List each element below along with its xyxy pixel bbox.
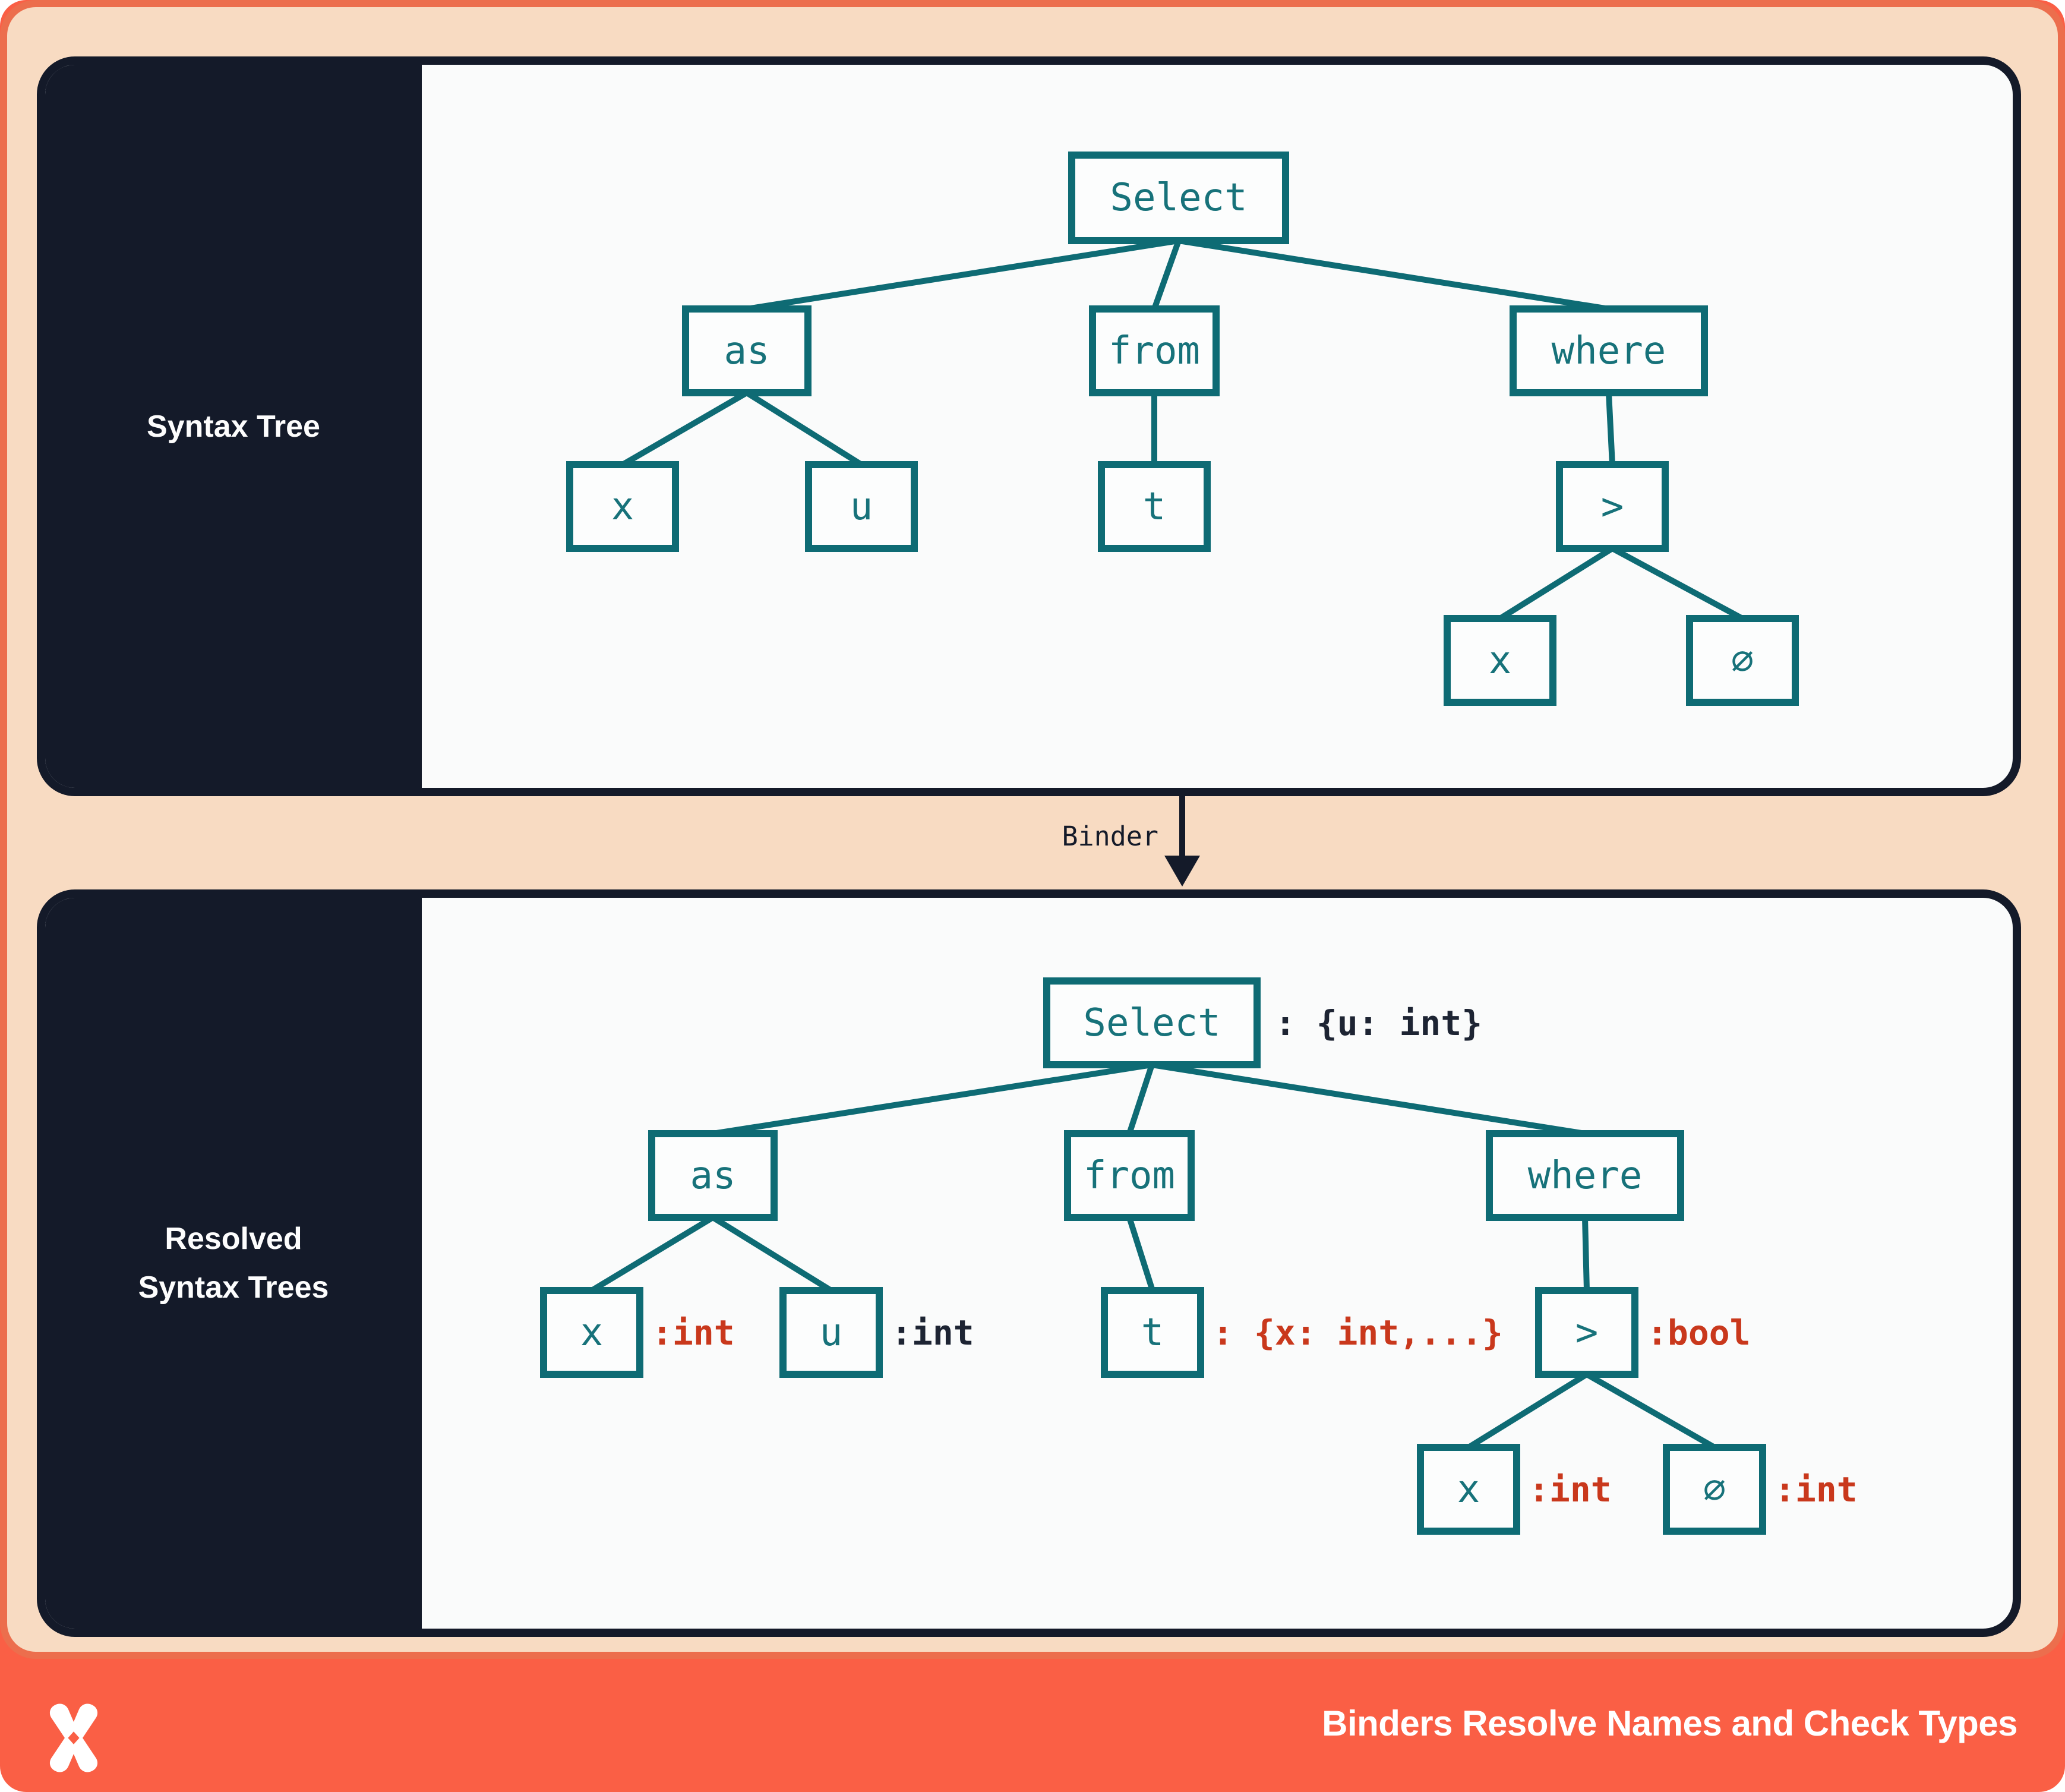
type-annotation-select: : {u: int} (1275, 1002, 1483, 1043)
node-where-resolved: where (1486, 1130, 1684, 1221)
type-annotation-greater-than: :bool (1647, 1312, 1751, 1353)
node-select: Select (1068, 152, 1289, 244)
node-where: where (1510, 305, 1708, 396)
panel-title: Resolved Syntax Trees (138, 1214, 329, 1312)
node-zero: ∅ (1686, 615, 1799, 706)
node-from: from (1089, 305, 1220, 396)
binder-label: Binder (1062, 821, 1158, 852)
type-annotation-x-left: :int (652, 1312, 735, 1353)
node-x-right: x (1444, 615, 1556, 706)
node-u-resolved: u (779, 1287, 883, 1378)
node-greater-than: > (1556, 461, 1669, 552)
x-cross-logo-icon (49, 1703, 98, 1772)
node-x-right-resolved: x (1417, 1444, 1520, 1535)
node-x-left: x (566, 461, 679, 552)
footer-title: Binders Resolve Names and Check Types (1322, 1703, 2017, 1743)
node-as: as (682, 305, 812, 396)
node-zero-resolved: ∅ (1663, 1444, 1766, 1535)
node-x-left-resolved: x (540, 1287, 643, 1378)
node-t: t (1098, 461, 1211, 552)
resolved-syntax-trees-sidebar: Resolved Syntax Trees (45, 898, 422, 1629)
type-annotation-u: :int (891, 1312, 974, 1353)
panel-title-line1: Resolved (165, 1222, 302, 1256)
syntax-tree-sidebar: Syntax Tree (45, 65, 422, 788)
panel-title-line2: Syntax Trees (138, 1270, 329, 1305)
node-as-resolved: as (648, 1130, 778, 1221)
panel-title: Syntax Tree (147, 409, 320, 444)
node-select-resolved: Select (1043, 977, 1261, 1068)
type-annotation-t: : {x: int,...} (1213, 1312, 1503, 1353)
node-t-resolved: t (1101, 1287, 1204, 1378)
type-annotation-x-right: :int (1529, 1469, 1612, 1510)
node-from-resolved: from (1064, 1130, 1195, 1221)
node-greater-than-resolved: > (1535, 1287, 1638, 1378)
type-annotation-zero: :int (1774, 1469, 1858, 1510)
node-u: u (805, 461, 918, 552)
